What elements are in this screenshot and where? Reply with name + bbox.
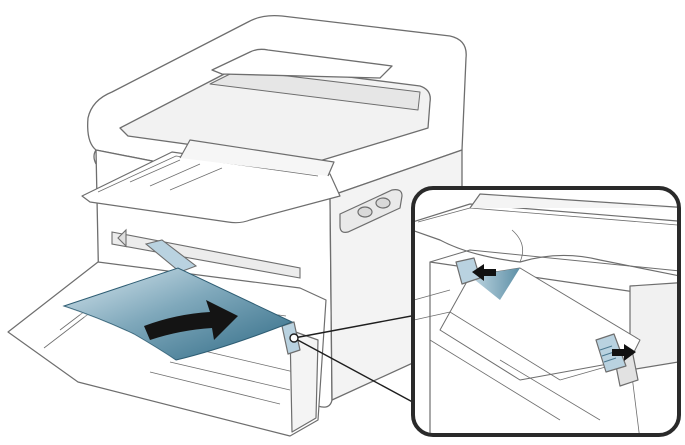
arrow-left-icon — [472, 264, 496, 281]
cancel-button-icon — [375, 197, 391, 209]
callout-leader — [289, 313, 423, 407]
arrow-right-icon — [612, 344, 636, 361]
power-button-icon — [357, 206, 373, 218]
callout-frame — [411, 186, 681, 437]
control-panel — [339, 189, 403, 233]
paper-sheet — [62, 267, 294, 361]
arrow-right-large-icon — [144, 300, 238, 340]
left-paper-guide — [144, 239, 198, 273]
manual-feed-slot — [111, 228, 301, 279]
output-tray — [81, 139, 341, 224]
callout-zoom — [411, 186, 681, 437]
